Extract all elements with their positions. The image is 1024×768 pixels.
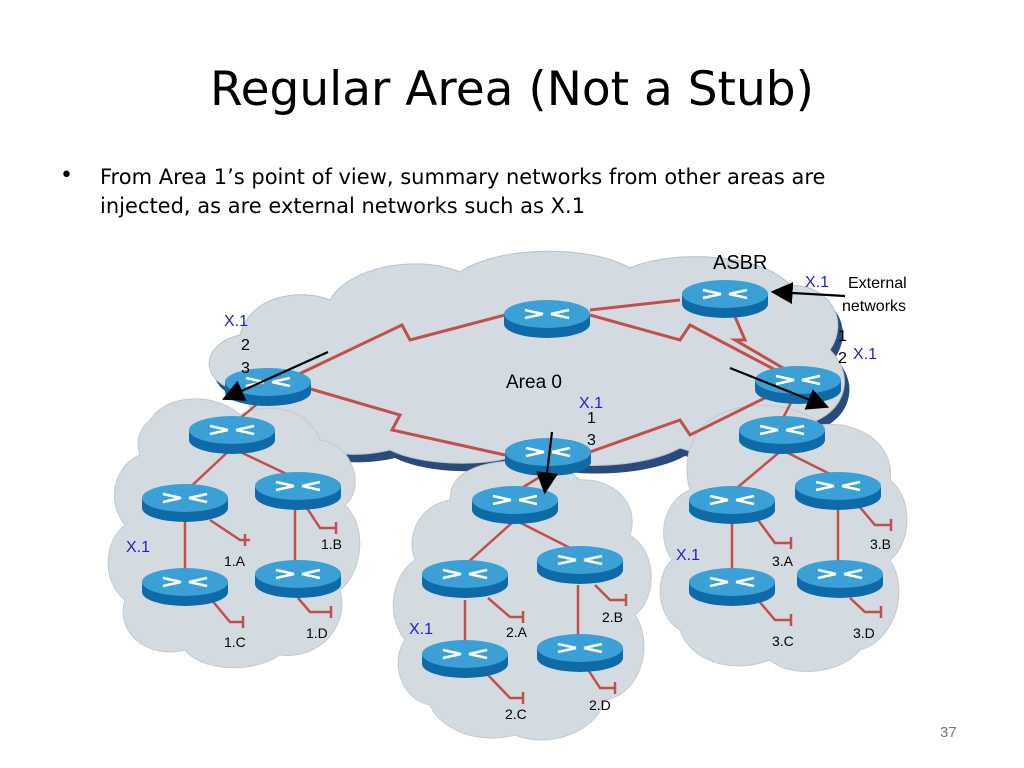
router-area3-a <box>689 486 775 524</box>
router-area3-hub <box>739 416 825 454</box>
arrow-into-area2 <box>536 431 559 495</box>
network-1c: 1.C <box>224 634 246 650</box>
link-left-center <box>296 383 506 457</box>
lsa-left-2: 3 <box>241 360 250 377</box>
arrow-into-area3 <box>729 366 830 410</box>
external-networks-label-2: networks <box>842 298 906 315</box>
router-area2-c <box>422 640 508 678</box>
lsa-left-1: 2 <box>241 337 250 354</box>
route-label-external: X.1 <box>805 274 829 291</box>
network-1d: 1.D <box>306 625 328 641</box>
lsa-arrows <box>221 282 846 495</box>
router-area1-d <box>255 560 341 598</box>
lsa-right-2: 2 <box>838 350 847 367</box>
routers <box>142 280 883 678</box>
link-top-asbr <box>589 298 681 312</box>
route-label-area2: X.1 <box>409 621 433 638</box>
router-area2-b <box>537 546 623 584</box>
arrow-external-in <box>770 282 846 304</box>
router-area3-d <box>797 560 883 598</box>
router-asbr <box>682 280 768 318</box>
router-abr-area1 <box>225 368 311 406</box>
router-abr-area3 <box>755 366 841 404</box>
route-label-area3-abr: X.1 <box>853 346 877 363</box>
backbone-links <box>296 298 791 457</box>
route-label-area1: X.1 <box>126 539 150 556</box>
network-2d: 2.D <box>589 697 611 713</box>
network-1b: 1.B <box>321 536 342 552</box>
router-area1-b <box>255 472 341 510</box>
bullet-marker: • <box>60 163 73 188</box>
area-links <box>183 394 893 704</box>
route-label-area1-abr: X.1 <box>224 313 248 330</box>
network-3a: 3.A <box>772 553 794 569</box>
network-3d: 3.D <box>853 625 875 641</box>
bullet-text: From Area 1’s point of view, summary net… <box>100 165 826 218</box>
link-top-right <box>589 313 786 377</box>
router-core-top <box>504 300 590 338</box>
router-area3-b <box>795 472 881 510</box>
router-area1-hub <box>189 416 275 454</box>
router-area1-c <box>142 568 228 606</box>
external-networks-label-1: External <box>848 275 907 292</box>
network-1a: 1.A <box>224 553 246 569</box>
network-2b: 2.B <box>602 609 623 625</box>
router-area2-a <box>422 560 508 598</box>
router-area3-c <box>689 568 775 606</box>
network-2a: 2.A <box>506 624 528 640</box>
route-label-area2-abr: X.1 <box>579 395 603 412</box>
slide-number: 37 <box>940 724 957 741</box>
network-2c: 2.C <box>505 706 527 722</box>
network-3c: 3.C <box>772 633 794 649</box>
lsa-center-2: 3 <box>587 432 596 449</box>
route-label-area3: X.1 <box>676 547 700 564</box>
slide-title: Regular Area (Not a Stub) <box>210 62 814 117</box>
network-3b: 3.B <box>870 536 891 552</box>
link-center-right <box>589 386 786 454</box>
arrow-into-area1 <box>221 350 329 401</box>
link-asbr-right <box>728 304 791 374</box>
router-area1-a <box>142 484 228 522</box>
lsa-center-1: 1 <box>587 410 596 427</box>
link-top-left <box>296 313 506 377</box>
asbr-label: ASBR <box>713 252 767 274</box>
lsa-right-1: 1 <box>838 328 847 345</box>
router-area2-d <box>537 634 623 672</box>
router-area2-hub <box>472 486 558 524</box>
area0-label: Area 0 <box>506 372 562 393</box>
